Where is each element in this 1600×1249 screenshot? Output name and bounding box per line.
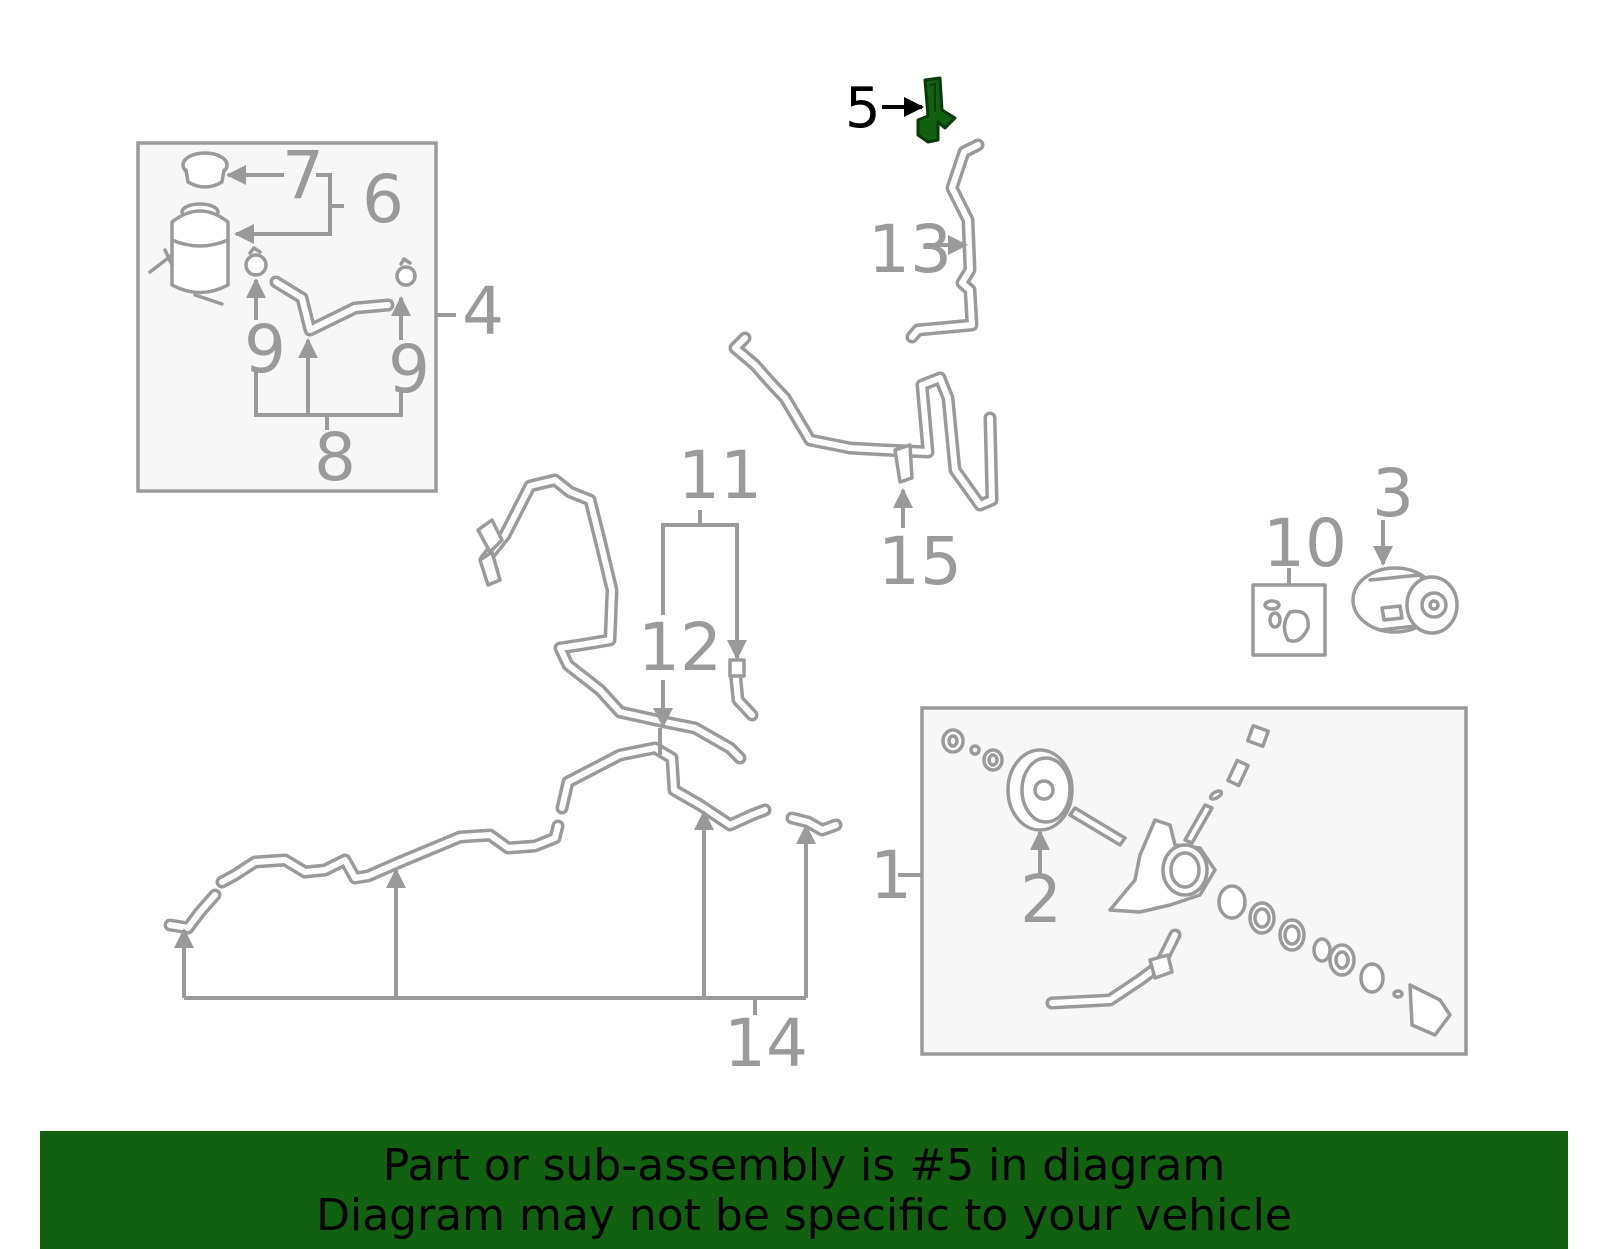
pump-pulley-assembly [1351, 520, 1459, 635]
callout-14: 14 [724, 1005, 808, 1082]
return-pipe [905, 138, 985, 344]
reservoir-hose [269, 275, 395, 337]
part-5-highlighted-bracket [882, 76, 957, 144]
cooler-pipe [163, 728, 843, 935]
hose-clamp-left [244, 246, 268, 277]
callout-1: 1 [870, 837, 912, 914]
pump-pulley [1006, 748, 1074, 832]
callout-11: 11 [678, 437, 762, 514]
reservoir-tank [148, 202, 230, 306]
info-banner: Part or sub-assembly is #5 in diagram Di… [40, 1131, 1568, 1249]
callout-13: 13 [868, 211, 952, 288]
box4-leaders [226, 165, 456, 430]
callout-12: 12 [638, 609, 722, 686]
callout-labels: 1 2 3 4 5 6 7 8 9 9 10 11 12 13 14 15 [244, 76, 1414, 1082]
callout-15: 15 [878, 523, 962, 600]
callout-14-leaders [174, 810, 816, 1015]
callout-10: 10 [1263, 505, 1347, 582]
callout-6: 6 [362, 161, 404, 238]
pump-housing [1108, 818, 1217, 914]
callout-7: 7 [282, 137, 324, 214]
seal-kit [1251, 568, 1327, 657]
reservoir-group-box [136, 141, 438, 493]
callout-4: 4 [462, 273, 504, 350]
pressure-line [728, 331, 999, 528]
banner-line-2: Diagram may not be specific to your vehi… [316, 1190, 1292, 1241]
callout-3: 3 [1372, 455, 1414, 532]
banner-line-1: Part or sub-assembly is #5 in diagram [382, 1140, 1226, 1191]
callout-5: 5 [845, 76, 881, 141]
callout-8: 8 [314, 419, 356, 496]
pump-group-box [920, 706, 1468, 1056]
hose-clamp-right [395, 257, 417, 287]
reservoir-cap [181, 151, 229, 189]
callout-11-12-leaders [653, 510, 747, 728]
callout-9-right: 9 [388, 331, 430, 408]
box1-leaders [898, 830, 1050, 877]
callout-9-left: 9 [244, 311, 286, 388]
callout-2: 2 [1020, 861, 1062, 938]
